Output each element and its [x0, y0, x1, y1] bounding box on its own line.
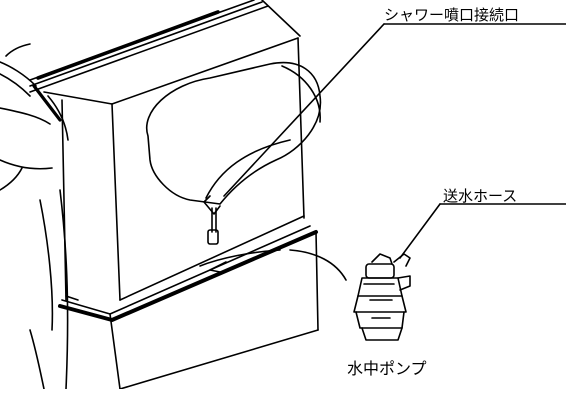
leader-hose-diag	[399, 203, 441, 259]
label-water-feed-hose: 送水ホース	[443, 187, 518, 205]
background-structure	[0, 43, 69, 390]
leader-lines	[223, 23, 566, 259]
label-submersible-pump: 水中ポンプ	[347, 359, 427, 378]
unit-main-box	[43, 37, 305, 301]
unit-base-tray	[58, 225, 319, 390]
hose-curve	[289, 249, 347, 281]
submersible-pump	[353, 253, 411, 341]
shower-outlet-cylinder	[145, 61, 322, 245]
unit-top-slab	[29, 0, 301, 122]
label-shower-outlet-connection: シャワー噴口接続口	[384, 6, 520, 24]
leader-shower-diag	[223, 23, 385, 197]
